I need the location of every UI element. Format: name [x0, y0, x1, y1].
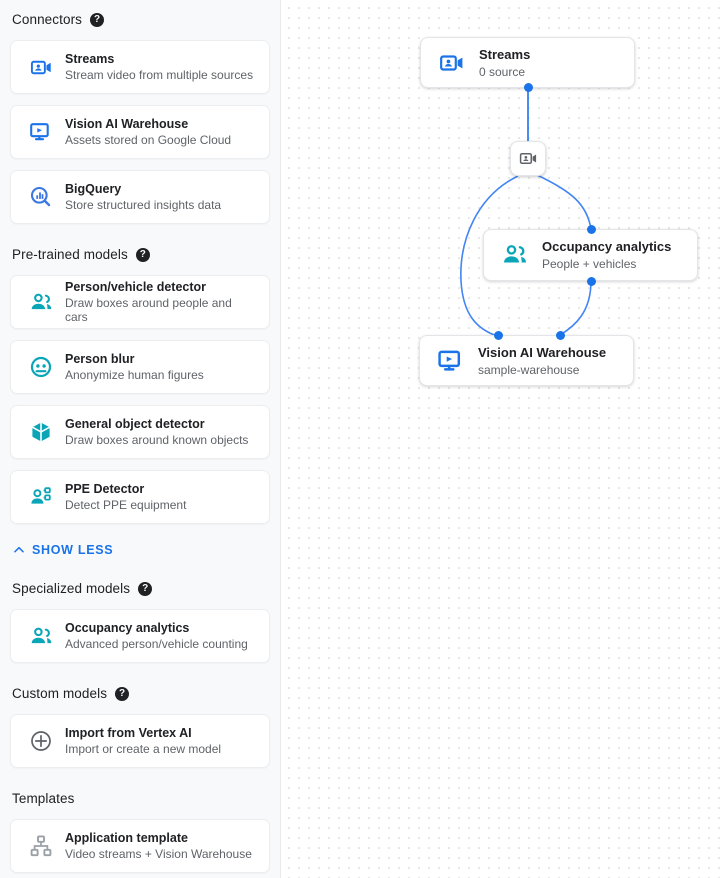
- section-title: Pre-trained models: [12, 247, 128, 263]
- port-occupancy-in[interactable]: [587, 225, 596, 234]
- card-title: Person blur: [65, 352, 135, 366]
- component-card[interactable]: Import from Vertex AI Import or create a …: [10, 714, 270, 768]
- node-occupancy-analytics[interactable]: Occupancy analytics People + vehicles: [483, 229, 698, 281]
- section-header: Custom models?: [10, 674, 270, 714]
- person-vehicle-icon: [23, 290, 59, 315]
- graph-edges: [460, 55, 592, 337]
- port-occupancy-out[interactable]: [587, 277, 596, 286]
- card-title: Application template: [65, 831, 188, 845]
- video-camera-icon: [519, 152, 536, 165]
- card-subtitle: Video streams + Vision Warehouse: [65, 847, 252, 861]
- card-title: Person/vehicle detector: [65, 280, 207, 294]
- card-subtitle: Anonymize human figures: [65, 368, 204, 382]
- help-icon[interactable]: ?: [115, 687, 130, 701]
- help-icon[interactable]: ?: [135, 248, 150, 262]
- occupancy-analytics-icon: [496, 241, 534, 269]
- section-title: Connectors: [12, 12, 83, 28]
- card-title: General object detector: [65, 417, 205, 431]
- node-stream-relay[interactable]: [510, 141, 546, 176]
- vision-warehouse-icon: [23, 120, 59, 144]
- node-title: Streams: [479, 46, 531, 62]
- node-subtitle: People + vehicles: [542, 257, 637, 271]
- graph-canvas[interactable]: Streams 0 source Occupancy analytics Peo…: [281, 0, 725, 878]
- port-warehouse-in-left[interactable]: [494, 331, 503, 340]
- cube-object-icon: [23, 420, 59, 444]
- show-less-label: SHOW LESS: [32, 543, 114, 557]
- card-subtitle: Store structured insights data: [65, 198, 222, 212]
- plus-circle-icon: [23, 729, 59, 753]
- node-streams[interactable]: Streams 0 source: [420, 37, 635, 88]
- card-title: Streams: [65, 52, 115, 66]
- card-title: Vision AI Warehouse: [65, 117, 189, 131]
- node-title: Vision AI Warehouse: [478, 344, 607, 360]
- help-icon[interactable]: ?: [90, 13, 105, 27]
- section-title: Custom models: [12, 686, 108, 702]
- node-vision-ai-warehouse[interactable]: Vision AI Warehouse sample-warehouse: [419, 335, 634, 386]
- node-title: Occupancy analytics: [542, 239, 672, 254]
- chevron-up-icon: [14, 546, 24, 553]
- card-subtitle: Assets stored on Google Cloud: [65, 133, 232, 147]
- show-less-button[interactable]: SHOW LESS: [12, 535, 270, 565]
- card-subtitle: Draw boxes around known objects: [65, 433, 249, 447]
- video-camera-icon: [23, 56, 59, 79]
- card-title: Occupancy analytics: [65, 621, 190, 635]
- port-warehouse-in-right[interactable]: [556, 331, 565, 340]
- node-subtitle: sample-warehouse: [478, 362, 580, 377]
- section-title: Specialized models: [12, 581, 131, 597]
- bigquery-icon: [23, 185, 59, 209]
- section-header: Specialized models?: [10, 569, 270, 609]
- section-header: Templates: [10, 779, 270, 819]
- card-subtitle: Stream video from multiple sources: [65, 68, 254, 82]
- card-subtitle: Detect PPE equipment: [65, 498, 187, 512]
- card-subtitle: Import or create a new model: [65, 742, 222, 756]
- card-title: BigQuery: [65, 182, 122, 196]
- occupancy-analytics-icon: [23, 624, 59, 649]
- port-streams-out[interactable]: [524, 83, 533, 92]
- section-title: Templates: [12, 791, 75, 807]
- card-subtitle: Advanced person/vehicle counting: [65, 637, 248, 651]
- person-blur-icon: [23, 355, 59, 379]
- vision-warehouse-icon: [432, 347, 470, 375]
- video-camera-icon: [433, 50, 471, 76]
- section-header: Connectors?: [10, 0, 270, 40]
- ppe-detector-icon: [23, 485, 59, 509]
- account-tree-icon: [23, 834, 59, 858]
- card-title: Import from Vertex AI: [65, 726, 192, 740]
- card-title: PPE Detector: [65, 482, 145, 496]
- node-subtitle: 0 source: [479, 64, 526, 79]
- section-header: Pre-trained models?: [10, 235, 270, 275]
- help-icon[interactable]: ?: [138, 582, 153, 596]
- card-subtitle: Draw boxes around people and cars: [65, 296, 232, 324]
